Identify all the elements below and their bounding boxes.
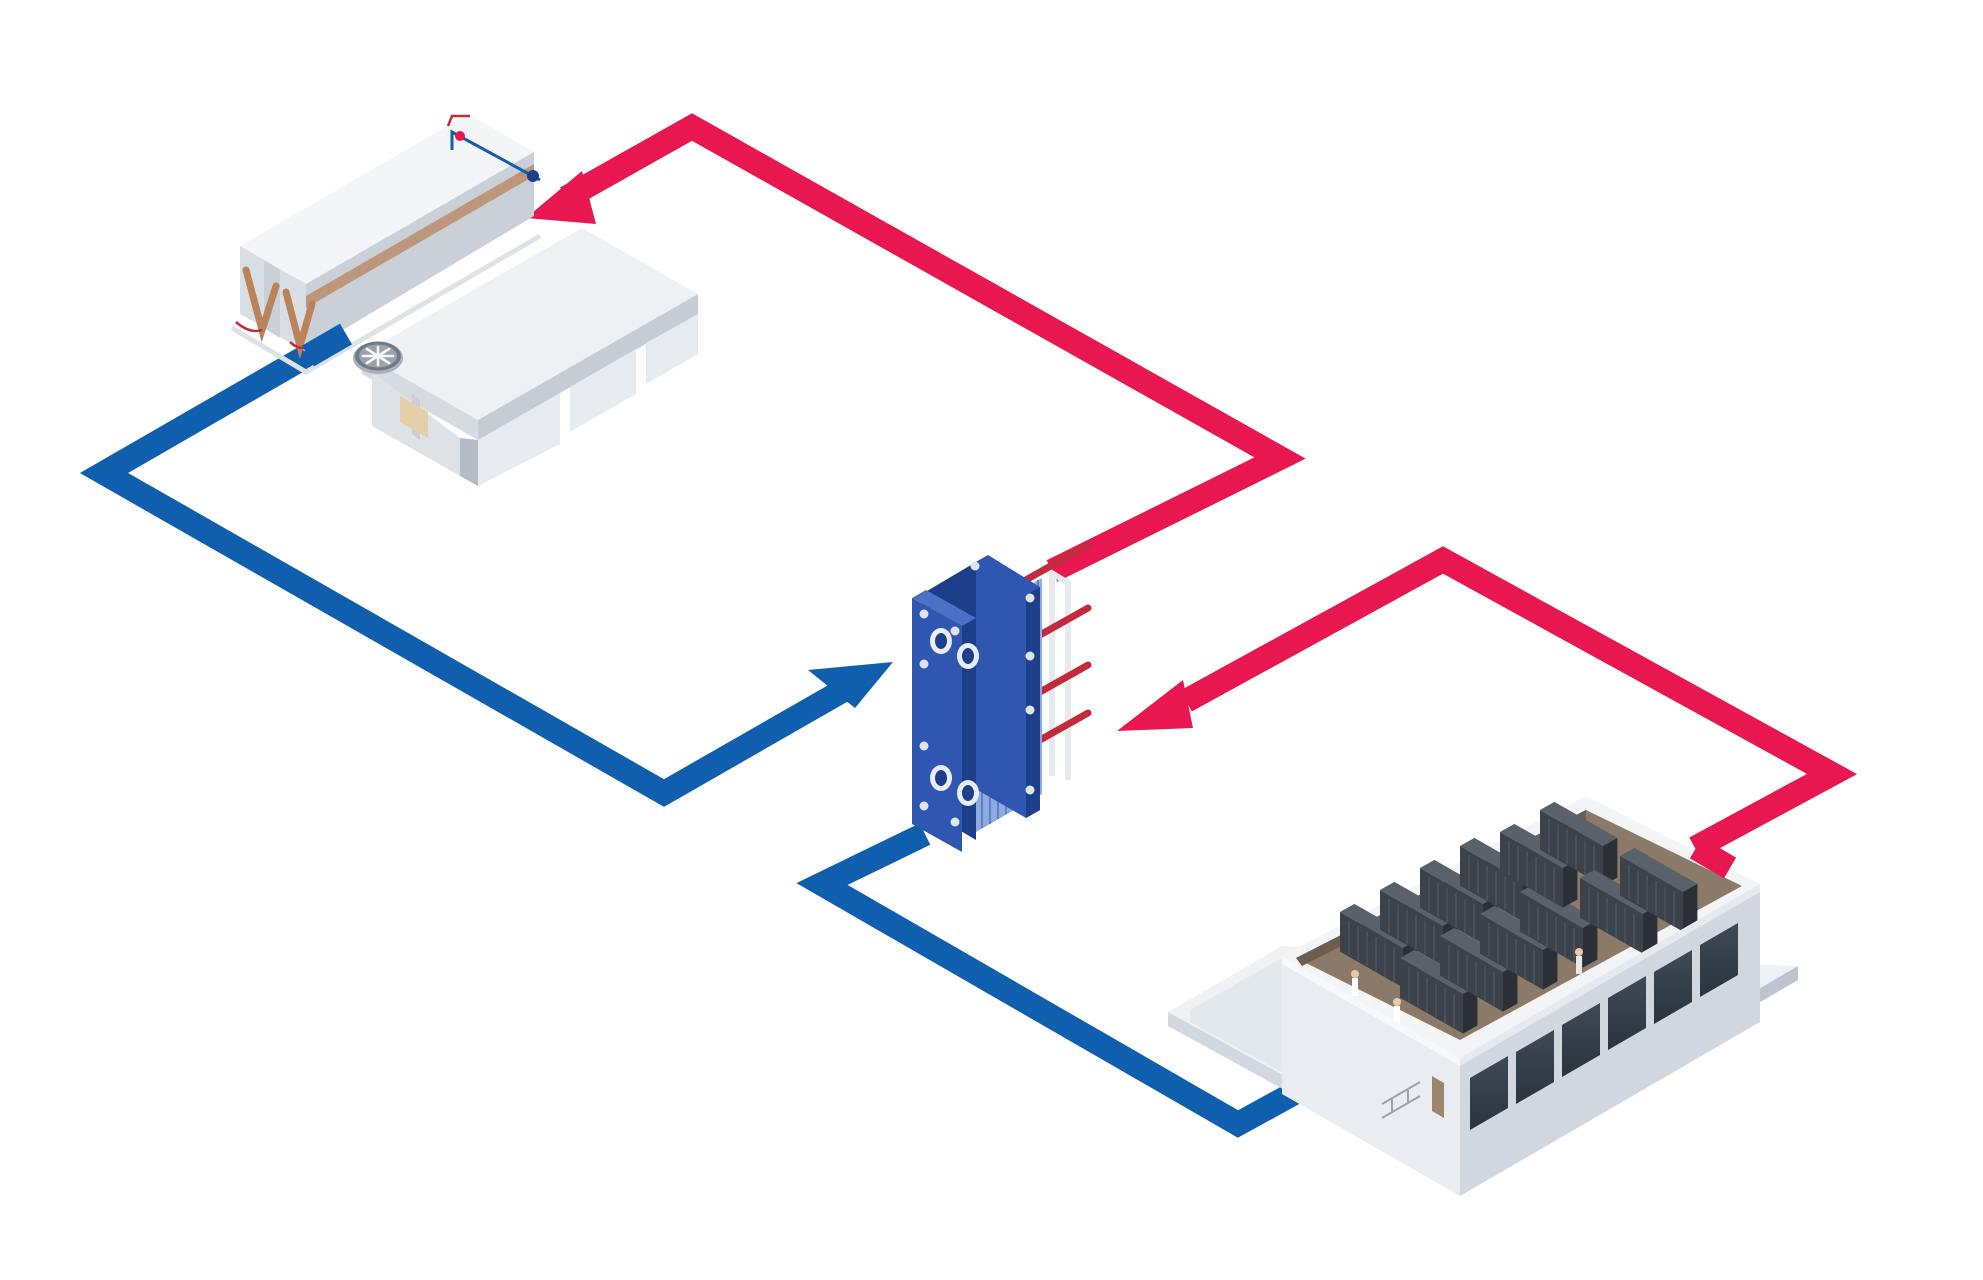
- dry-cooler-back-unit: [230, 114, 542, 375]
- cold-pipe-to-heat-exchanger: [79, 323, 862, 807]
- technician-figures: [1351, 948, 1583, 1024]
- outdoor-loop: [79, 113, 1306, 807]
- cold-arrow-head-heat-exchanger: [808, 662, 893, 708]
- dry-cooler-icon: [230, 114, 698, 486]
- building-windows: [1470, 923, 1738, 1130]
- cold-pipe-to-data-center: [796, 823, 1324, 1138]
- dry-cooler-front-unit: [351, 228, 698, 486]
- building-door: [1432, 1076, 1444, 1118]
- hot-arrow-head-dry-cooler: [526, 171, 596, 224]
- hot-arrow-head-heat-exchanger: [1117, 680, 1193, 731]
- hot-pipe-to-dry-cooler: [560, 113, 1306, 582]
- hot-pipe-to-heat-exchanger: [1180, 546, 1858, 859]
- plate-heat-exchanger-icon: [912, 541, 1092, 852]
- data-center-building-icon: [1168, 796, 1798, 1196]
